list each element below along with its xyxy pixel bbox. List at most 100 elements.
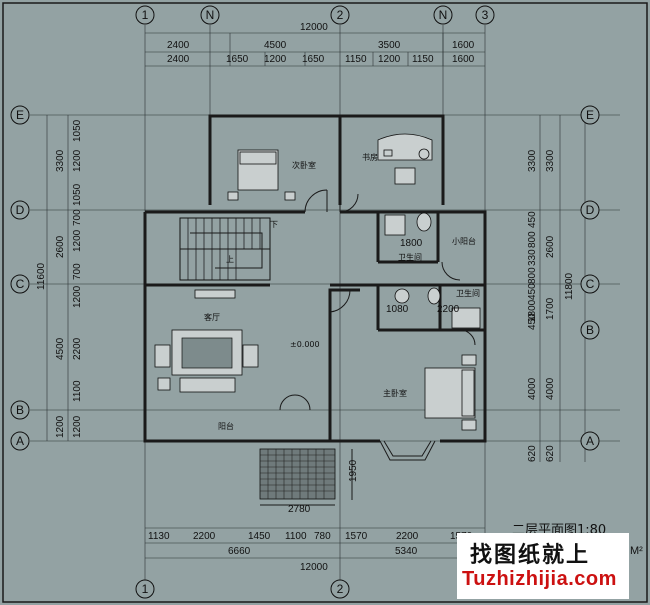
dim-right2-k: 4000: [527, 377, 538, 400]
dim-right2-e: 800: [527, 267, 538, 284]
master-bed: [424, 354, 477, 431]
axis-left-b: B: [16, 403, 24, 417]
dim-left1-b: 2600: [55, 235, 66, 258]
dim-right1-e: 620: [545, 445, 556, 462]
dim-top2-b: 1650: [226, 54, 249, 65]
dim-right2-a: 3300: [527, 149, 538, 172]
dim-inner-1800: 1800: [400, 238, 423, 249]
dim-right2-l: 620: [527, 445, 538, 462]
room-label-toilet: 卫生间: [398, 252, 422, 262]
left-dimensions: 11600 3300 2600 4500 1200 1050 1200 1050…: [36, 119, 83, 438]
dim-top2-d: 1650: [302, 54, 325, 65]
axis-bubbles-top: 1 N 2 N 3: [135, 5, 495, 25]
dim-top1-c: 3500: [378, 40, 401, 51]
axis-right-a: A: [586, 434, 594, 448]
axis-bubbles-left: E D C B A: [10, 105, 30, 451]
bathroom-fixtures-lower: [394, 287, 481, 329]
dim-right1-c: 1700: [545, 297, 556, 320]
axis-right-b: B: [586, 323, 594, 337]
room-label-guest-bedroom: 次卧室: [292, 160, 316, 170]
dim-right2-b: 450: [527, 211, 538, 228]
axis-bottom-2: 2: [337, 582, 344, 596]
doors: [279, 189, 476, 411]
dim-top2-a: 2400: [167, 54, 190, 65]
dim-left1-d: 1200: [55, 415, 66, 438]
dim-left2-g: 1200: [72, 285, 83, 308]
dim-right2-j: 450: [527, 313, 538, 330]
bathroom-fixtures-upper: [384, 212, 432, 236]
axis-right-d: D: [586, 203, 595, 217]
dim-top2-g: 1150: [412, 54, 434, 65]
dim-left1-c: 4500: [55, 337, 66, 360]
dim-bot2-a: 6660: [228, 546, 251, 557]
study-desk: [377, 133, 433, 185]
axis-left-e: E: [16, 108, 24, 122]
room-label-small-balcony: 小阳台: [452, 236, 476, 246]
dim-bot1-d: 1100: [285, 531, 307, 542]
dim-bot2-b: 5340: [395, 546, 418, 557]
axis-right-c: C: [586, 277, 595, 291]
dim-right2-d: 330: [527, 249, 538, 266]
unit-mark: M²: [630, 545, 643, 557]
staircase: [179, 217, 271, 281]
axis-left-d: D: [16, 203, 25, 217]
right-dimensions: 11800 3300 2600 1700 4000 620 3300 450 8…: [527, 149, 575, 462]
dim-left1-a: 3300: [55, 149, 66, 172]
dim-top2-f: 1200: [378, 54, 401, 65]
axis-right-e: E: [586, 108, 594, 122]
axis-top-4: N: [439, 8, 448, 22]
dim-inner-1950: 1950: [348, 459, 359, 482]
dim-left-total: 11600: [36, 262, 47, 290]
dim-right1-b: 2600: [545, 235, 556, 258]
dim-left2-e: 1200: [72, 229, 83, 252]
dim-right1-a: 3300: [545, 149, 556, 172]
room-label-study: 书房: [362, 152, 378, 162]
dim-right-total: 11800: [564, 272, 575, 300]
dim-right2-f: 450: [527, 283, 538, 300]
dim-right2-g: 1800: [527, 299, 538, 322]
stair-label-up: 上: [226, 255, 234, 264]
dim-left2-f: 700: [72, 263, 83, 280]
room-label-terrace: 阳台: [218, 421, 234, 431]
terrace-hatched-area: [259, 448, 353, 506]
dim-bot1-c: 1450: [248, 531, 271, 542]
dim-inner-2780: 2780: [288, 504, 311, 515]
dim-bot1-g: 2200: [396, 531, 419, 542]
dim-bot1-e: 780: [314, 531, 331, 542]
dim-left2-j: 1200: [72, 415, 83, 438]
level-mark: ±0.000: [290, 340, 320, 349]
dim-bot-total: 12000: [300, 562, 328, 573]
axis-top-5: 3: [482, 8, 489, 22]
room-label-living: 客厅: [204, 312, 220, 322]
dim-right1-d: 4000: [545, 377, 556, 400]
dim-left2-h: 2200: [72, 337, 83, 360]
dim-bot1-f: 1570: [345, 531, 368, 542]
dim-top-total: 12000: [300, 22, 328, 33]
dim-bot1-b: 2200: [193, 531, 216, 542]
axis-bubbles-bottom: 1 2: [135, 579, 350, 599]
dim-top2-h: 1600: [452, 54, 475, 65]
axis-left-c: C: [16, 277, 25, 291]
room-label-master-bedroom: 主卧室: [383, 388, 407, 398]
living-sofa-set: [154, 289, 259, 393]
room-label-bathroom: 卫生间: [456, 288, 480, 298]
walls: [143, 114, 487, 461]
watermark-box: [457, 533, 629, 599]
dim-left2-i: 1100: [72, 380, 83, 402]
dim-top2-e: 1150: [345, 54, 367, 65]
dim-bot1-a: 1130: [148, 531, 170, 542]
axis-bottom-1: 1: [142, 582, 149, 596]
dim-inner-1080: 1080: [386, 304, 409, 315]
dim-top2-c: 1200: [264, 54, 287, 65]
axis-left-a: A: [16, 434, 24, 448]
dim-inner-2200: 2200: [437, 304, 460, 315]
stair-label-down: 下: [270, 220, 278, 229]
dim-right2-c: 800: [527, 231, 538, 248]
axis-bubbles-right: E D C B A: [580, 105, 600, 451]
dim-top1-d: 1600: [452, 40, 475, 51]
watermark-url[interactable]: Tuzhizhijia.com: [462, 568, 617, 590]
dim-top1-a: 2400: [167, 40, 190, 51]
axis-top-3: 2: [337, 8, 344, 22]
